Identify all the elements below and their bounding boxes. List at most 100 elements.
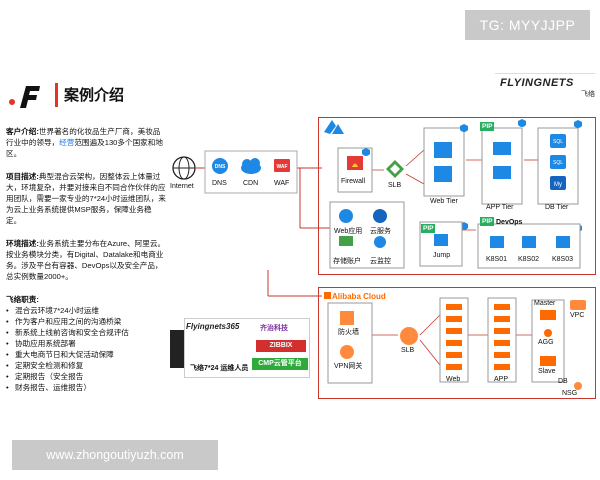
k8s-node-icon bbox=[490, 236, 504, 248]
title-accent bbox=[55, 83, 58, 107]
env-desc: 环境描述:业务系统主要分布在Azure、阿里云。按业务模块分类，有Digital… bbox=[6, 239, 166, 281]
ali-vpn-icon bbox=[340, 345, 354, 359]
slb-icon bbox=[386, 160, 404, 178]
ali-web-label: Web bbox=[446, 376, 461, 383]
slb-label: SLB bbox=[388, 182, 402, 189]
app-tier-label: APP Tier bbox=[486, 204, 514, 211]
waf-label: WAF bbox=[274, 180, 290, 187]
client-intro: 客户介绍:世界著名的化妆品生产厂商，美妆品行业中的领导，经营范围遍及130多个国… bbox=[6, 127, 163, 158]
qizhi-label: 齐治科技 bbox=[260, 325, 288, 332]
ali-firewall-label: 防火墙 bbox=[338, 329, 359, 336]
ali-firewall-icon bbox=[340, 311, 354, 325]
web-app-icon bbox=[339, 209, 353, 223]
cdn-icon bbox=[241, 158, 261, 174]
ali-agg-icon bbox=[544, 329, 552, 337]
nsg-icon bbox=[574, 382, 582, 390]
ali-slb-label: SLB bbox=[401, 347, 415, 354]
devops-label: DevOps bbox=[496, 219, 523, 226]
azure-logo-icon bbox=[324, 120, 344, 134]
ops-people-label: 飞络7*24 运维人员 bbox=[190, 365, 249, 372]
ali-app-server-icon bbox=[494, 304, 510, 370]
list-item: 协助应用系统部署 bbox=[6, 338, 166, 349]
storage-label: 存储账户 bbox=[333, 258, 361, 265]
watermark-top: TG: MYYJJPP bbox=[465, 10, 590, 40]
web-app-label: Web应用 bbox=[334, 228, 363, 235]
k8s-node-icon bbox=[556, 236, 570, 248]
db-tier-label: DB Tier bbox=[545, 204, 569, 211]
sql-label: SQL bbox=[553, 139, 563, 145]
sql-icon bbox=[550, 134, 566, 148]
case-description: 客户介绍:世界著名的化妆品生产厂商，美妆品行业中的领导，经营范围遍及130多个国… bbox=[6, 126, 166, 393]
ali-vpn-label: VPN网关 bbox=[334, 363, 363, 370]
sql-label: SQL bbox=[553, 160, 563, 166]
dns-label: DNS bbox=[212, 180, 227, 187]
list-item: 定期报告（安全报告 bbox=[6, 371, 166, 382]
monitor-label: 云监控 bbox=[370, 258, 391, 265]
flyingnets365-label: Flyingnets365 bbox=[186, 322, 240, 331]
firewall-icon bbox=[347, 156, 363, 170]
ali-slb-icon bbox=[400, 327, 418, 345]
pip-badge: PIP bbox=[480, 122, 495, 131]
jump-label: Jump bbox=[433, 252, 451, 259]
ali-db-label: DB bbox=[558, 378, 568, 385]
alibaba-logo-icon bbox=[324, 292, 331, 299]
ali-agg-label: AGG bbox=[538, 339, 554, 346]
list-item: 重大电商节日和大促活动保障 bbox=[6, 349, 166, 360]
azure-region bbox=[318, 117, 596, 275]
cdn-label: CDN bbox=[243, 180, 259, 187]
list-item: 定期安全检测和修复 bbox=[6, 360, 166, 371]
list-item: 混合云环境7*24小时运维 bbox=[6, 305, 166, 316]
k8s-label: K8S03 bbox=[552, 256, 574, 263]
internet-icon bbox=[172, 156, 196, 180]
web-tier-label: Web Tier bbox=[430, 198, 458, 205]
ali-app-label: APP bbox=[494, 376, 509, 383]
app-vm-icon bbox=[493, 142, 511, 155]
mysql-icon bbox=[550, 176, 566, 190]
k8s-label: K8S02 bbox=[518, 256, 540, 263]
duty-list: 混合云环境7*24小时运维 作为客户和应用之间的沟通桥梁 新系统上线前咨询和安全… bbox=[6, 305, 166, 393]
duty-title: 飞络职责: bbox=[6, 295, 39, 304]
ali-master-db-icon bbox=[540, 310, 556, 320]
web-vm-icon bbox=[434, 166, 452, 182]
ali-master-label: Master bbox=[534, 300, 556, 307]
dns-icon-text: DNS bbox=[215, 164, 226, 170]
app-vm-icon bbox=[493, 166, 511, 179]
firewall-label: Firewall bbox=[341, 178, 366, 185]
project-desc: 项目描述:典型混合云架构，因整体云上体量过大，环境复杂，并要对接来自不同合作伙伴… bbox=[6, 172, 166, 225]
brand-divider bbox=[495, 73, 595, 74]
pip-badge: PIP bbox=[421, 224, 436, 233]
cmp-badge: CMP云管平台 bbox=[252, 358, 308, 370]
alibaba-title: Alibaba Cloud bbox=[332, 292, 386, 301]
internet-label: Internet bbox=[170, 183, 194, 190]
brand-name: FLYINGNETS bbox=[500, 77, 574, 89]
mysql-label: My bbox=[554, 182, 562, 188]
dns-icon: DNS bbox=[212, 158, 228, 174]
ali-nsg-label: NSG bbox=[562, 390, 578, 397]
cloud-service-icon bbox=[373, 209, 387, 223]
brand-sub: 飞络 bbox=[581, 91, 595, 98]
jump-vm-icon bbox=[434, 234, 448, 246]
building-icon bbox=[170, 330, 188, 368]
waf-icon: WAF bbox=[274, 159, 290, 172]
ali-web-server-icon bbox=[446, 304, 462, 370]
zabbix-badge: ZIBBIX bbox=[256, 340, 306, 352]
watermark-bottom: www.zhongoutiyuzh.com bbox=[12, 440, 218, 470]
alibaba-region bbox=[318, 287, 596, 399]
ali-slave-label: Slave bbox=[538, 368, 556, 375]
ali-vpc-label: VPC bbox=[570, 312, 585, 319]
flyingnets-logo-icon bbox=[9, 86, 40, 108]
ali-slave-db-icon bbox=[540, 356, 556, 366]
sql-icon bbox=[550, 155, 566, 169]
k8s-node-icon bbox=[522, 236, 536, 248]
pip-badge: PIP bbox=[480, 217, 495, 226]
vpc-icon bbox=[570, 300, 586, 310]
page-title: 案例介绍 bbox=[64, 87, 125, 104]
cloud-service-label: 云服务 bbox=[370, 228, 391, 235]
monitor-icon bbox=[374, 236, 386, 248]
list-item: 作为客户和应用之间的沟通桥梁 bbox=[6, 316, 166, 327]
list-item: 财务报告、运维报告） bbox=[6, 382, 166, 393]
k8s-label: K8S01 bbox=[486, 256, 508, 263]
storage-icon bbox=[339, 236, 353, 246]
list-item: 新系统上线前咨询和安全合规评估 bbox=[6, 327, 166, 338]
